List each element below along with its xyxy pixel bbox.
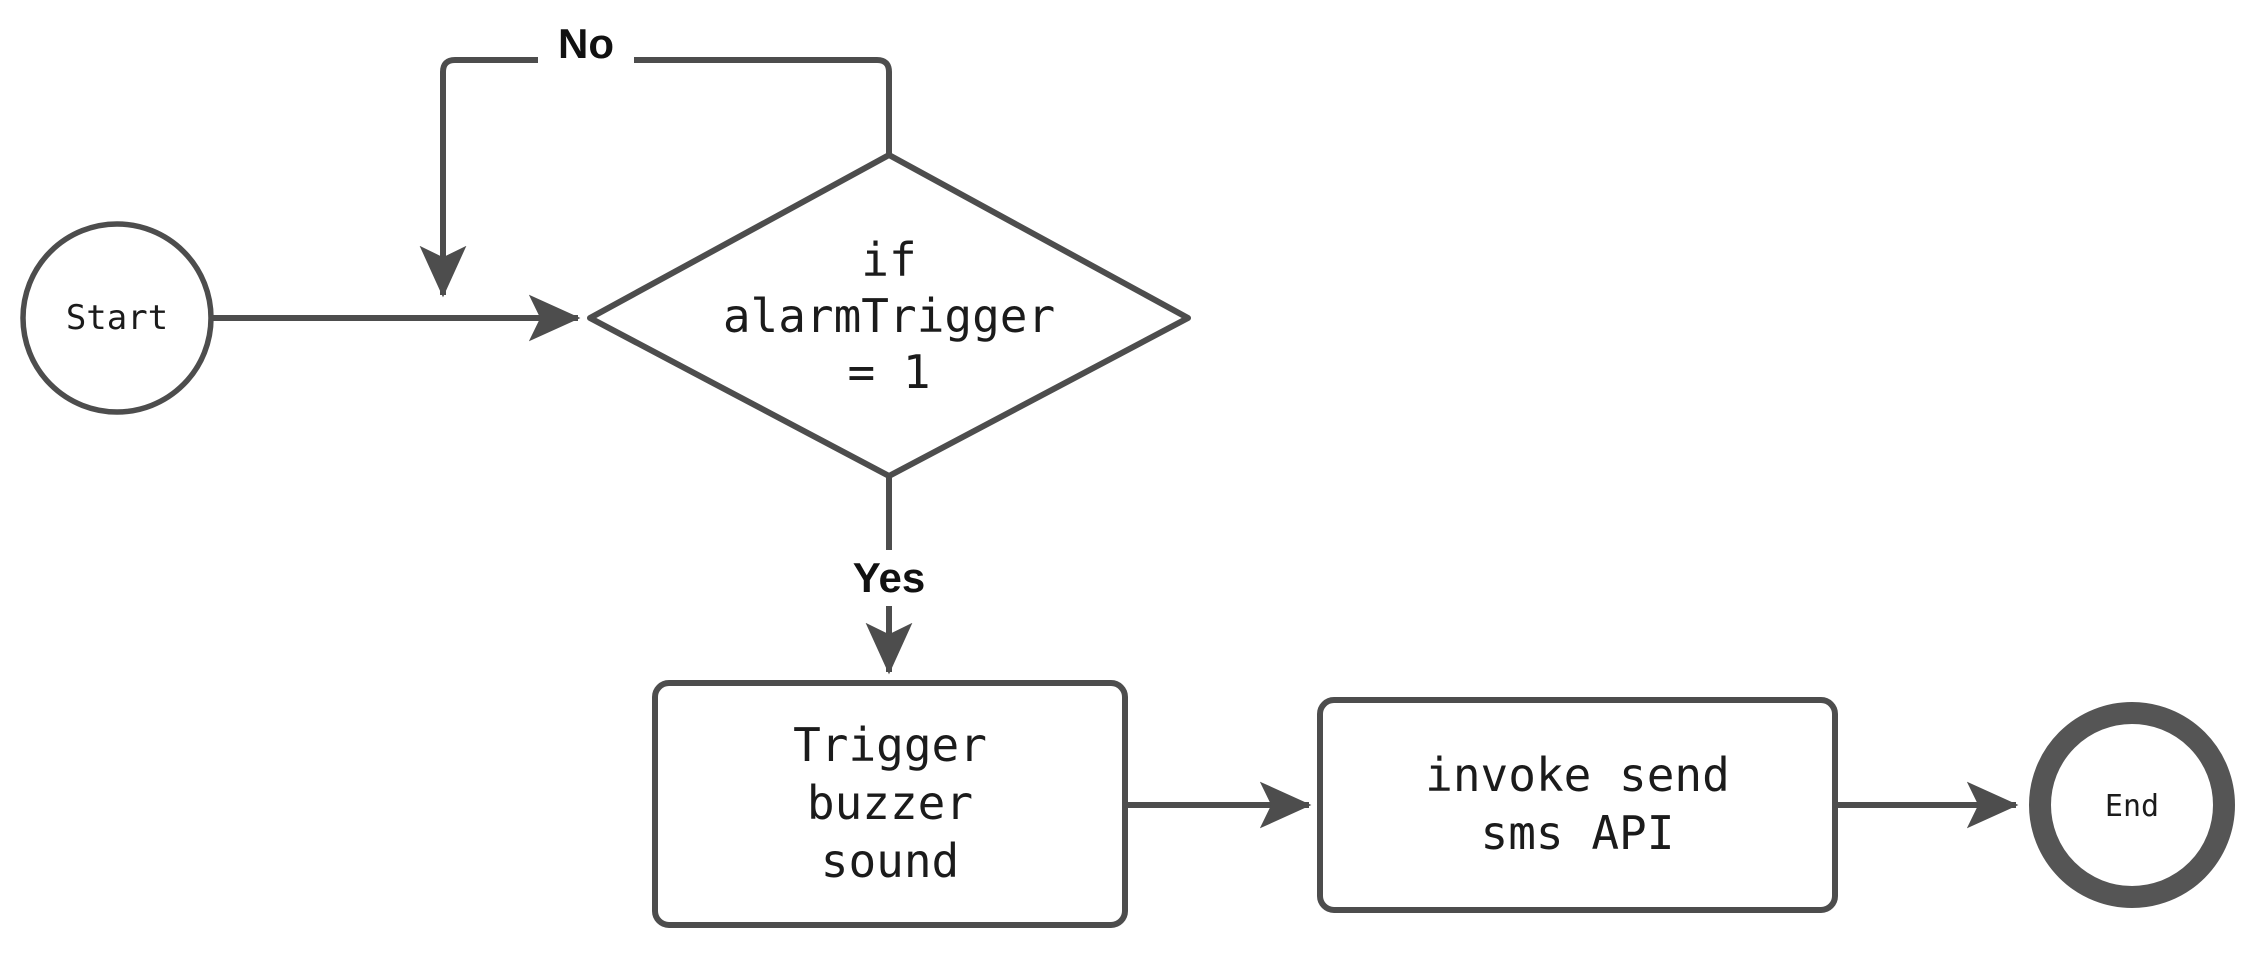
- edge-label-no: No: [538, 18, 634, 70]
- node-start[interactable]: [20, 221, 214, 415]
- node-process-buzzer[interactable]: [652, 680, 1128, 928]
- node-decision[interactable]: [587, 152, 1191, 479]
- edge-label-yes: Yes: [824, 550, 954, 606]
- edge-no-loop: [419, 57, 892, 298]
- node-end[interactable]: [2029, 702, 2235, 908]
- node-process-sms[interactable]: [1317, 697, 1838, 913]
